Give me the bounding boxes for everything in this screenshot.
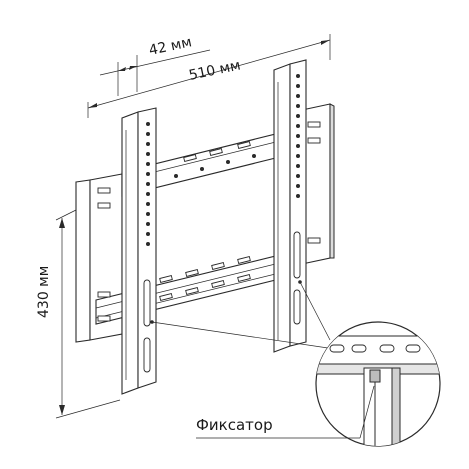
height-dimension: 430 мм (36, 209, 121, 419)
wall-plate-slots (97, 121, 321, 322)
offset-dimension: 42 мм (99, 34, 211, 96)
right-arm-holes (293, 74, 301, 325)
width-dimension-label: 510 мм (188, 57, 242, 84)
left-arm-holes (143, 122, 151, 373)
callout-leaders (150, 280, 331, 349)
height-dimension-label: 430 мм (36, 266, 52, 318)
right-tv-arm (273, 59, 307, 353)
latch-callout: Фиксатор (196, 385, 375, 439)
left-tv-arm (121, 107, 157, 395)
latch-label: Фиксатор (196, 416, 273, 434)
wall-plate (75, 103, 335, 343)
detail-magnifier (315, 321, 441, 447)
